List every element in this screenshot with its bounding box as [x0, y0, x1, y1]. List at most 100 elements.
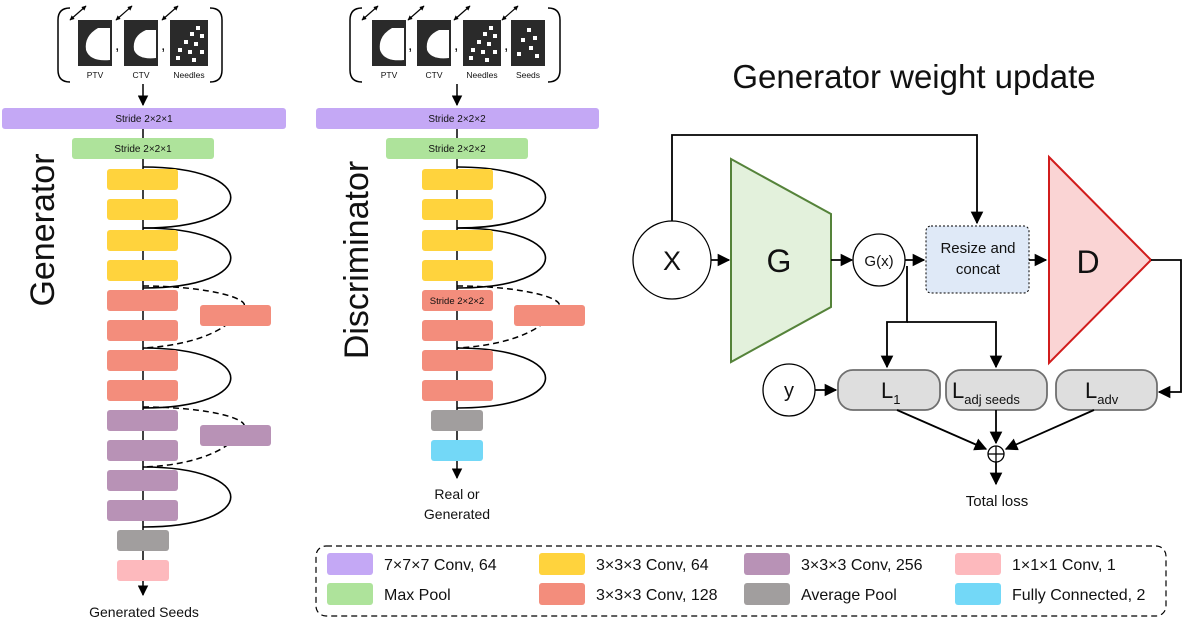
legend-label: Max Pool [384, 587, 451, 604]
conv1-layer [117, 560, 169, 581]
conv64-layer [422, 260, 493, 281]
maxpool-layer [386, 138, 528, 159]
ptv-image-icon [361, 5, 406, 66]
skip-connection [456, 166, 547, 229]
needles-image-icon [161, 5, 208, 66]
generator-block [730, 157, 832, 364]
separator-comma: , [504, 37, 508, 54]
legend-item: Average Pool [744, 583, 897, 605]
legend-label: 1×1×1 Conv, 1 [1012, 557, 1116, 574]
generator-block-label: G [767, 243, 792, 279]
ptv-image-icon [69, 5, 112, 66]
separator-comma: , [408, 37, 412, 54]
conv128-layer [107, 350, 178, 371]
seeds-image-icon [501, 5, 545, 66]
stride-label: Stride 2×2×2 [428, 144, 486, 155]
legend-item: Max Pool [327, 583, 451, 605]
generator-title: Generator [24, 153, 62, 306]
sum-operator-icon [987, 445, 1005, 463]
input-x-label: X [663, 246, 681, 276]
conv256-layer [107, 500, 178, 521]
input-label-seeds: Seeds [516, 70, 540, 80]
conv128-layer [107, 380, 178, 401]
fc-layer [431, 440, 483, 461]
conv64-layer [422, 169, 493, 190]
skip-connection [456, 227, 547, 289]
discriminator-block [1048, 154, 1153, 366]
discriminator-title: Discriminator [338, 161, 376, 359]
legend-label: 3×3×3 Conv, 256 [801, 557, 923, 574]
conv256-layer [107, 410, 178, 431]
target-y-label: y [784, 380, 794, 402]
stride-label: Stride 2×2×1 [114, 144, 172, 155]
discriminator-input-group: , , , [349, 5, 561, 83]
legend-swatch [539, 583, 585, 605]
discriminator-output-label: Real or [434, 486, 479, 502]
stride-label: Stride 2×2×2 [430, 296, 484, 307]
conv128-layer [422, 350, 493, 371]
input-label-ptv: PTV [381, 70, 398, 80]
legend-swatch [744, 583, 790, 605]
resize-concat-block [925, 225, 1030, 294]
legend-swatch [744, 553, 790, 575]
generator-input-group: , , PTV CTV Needles [57, 5, 223, 83]
separator-comma: , [454, 37, 458, 54]
avgpool-layer [117, 530, 169, 551]
legend-item: 3×3×3 Conv, 64 [539, 553, 709, 575]
conv128-layer [107, 290, 178, 311]
legend: 7×7×7 Conv, 64 Max Pool 3×3×3 Conv, 64 3×3×… [315, 545, 1167, 617]
generator-network: , , PTV CTV Needles [2, 5, 286, 620]
conv64-layer [107, 230, 178, 251]
legend-item: 1×1×1 Conv, 1 [955, 553, 1116, 575]
discriminator-network: , , , [316, 5, 599, 522]
legend-swatch [327, 583, 373, 605]
conv128-layer [422, 380, 493, 401]
needles-image-icon [453, 5, 501, 66]
legend-item: 7×7×7 Conv, 64 [327, 553, 497, 575]
weight-update-title: Generator weight update [732, 58, 1095, 95]
legend-label: Fully Connected, 2 [1012, 587, 1146, 604]
resize-concat-label: Resize and [940, 240, 1015, 257]
l1-loss-block [837, 369, 941, 411]
ladv-loss-label: Ladv [1085, 378, 1119, 407]
legend-item: 3×3×3 Conv, 128 [539, 583, 718, 605]
l1-loss-label: L1 [881, 378, 900, 407]
separator-comma: , [115, 37, 119, 54]
generated-output-label: G(x) [864, 253, 893, 270]
conv64-layer [107, 260, 178, 281]
conv128-layer [422, 320, 493, 341]
avgpool-layer [431, 410, 483, 431]
stride-label: Stride 2×2×2 [428, 114, 486, 125]
conv64-layer [107, 199, 178, 220]
legend-swatch [955, 583, 1001, 605]
legend-swatch [327, 553, 373, 575]
total-loss-label: Total loss [966, 493, 1029, 510]
legend-swatch [539, 553, 585, 575]
discriminator-output-label: Generated [424, 506, 490, 522]
legend-item: Fully Connected, 2 [955, 583, 1146, 605]
input-label-needles: Needles [173, 70, 204, 80]
maxpool-layer [72, 138, 214, 159]
ctv-image-icon [407, 5, 451, 66]
conv128-shortcut-layer [200, 305, 271, 326]
separator-comma: , [161, 37, 165, 54]
legend-label: 3×3×3 Conv, 128 [596, 587, 718, 604]
skip-connection [142, 466, 232, 528]
conv7-layer [2, 108, 286, 129]
legend-label: 7×7×7 Conv, 64 [384, 557, 497, 574]
resize-concat-label: concat [956, 261, 1001, 278]
weight-update-diagram: Generator weight update X G G(x) Resize … [632, 58, 1182, 510]
legend-swatch [955, 553, 1001, 575]
legend-label: 3×3×3 Conv, 64 [596, 557, 709, 574]
conv256-shortcut-layer [200, 425, 271, 446]
conv128-shortcut-layer [514, 305, 585, 326]
skip-connection [142, 227, 232, 289]
conv256-layer [107, 470, 178, 491]
input-label-ctv: CTV [133, 70, 150, 80]
legend-item: 3×3×3 Conv, 256 [744, 553, 923, 575]
generator-output-label: Generated Seeds [89, 604, 199, 620]
input-label-needles: Needles [466, 70, 497, 80]
input-label-ctv: CTV [426, 70, 443, 80]
conv64-layer [422, 199, 493, 220]
